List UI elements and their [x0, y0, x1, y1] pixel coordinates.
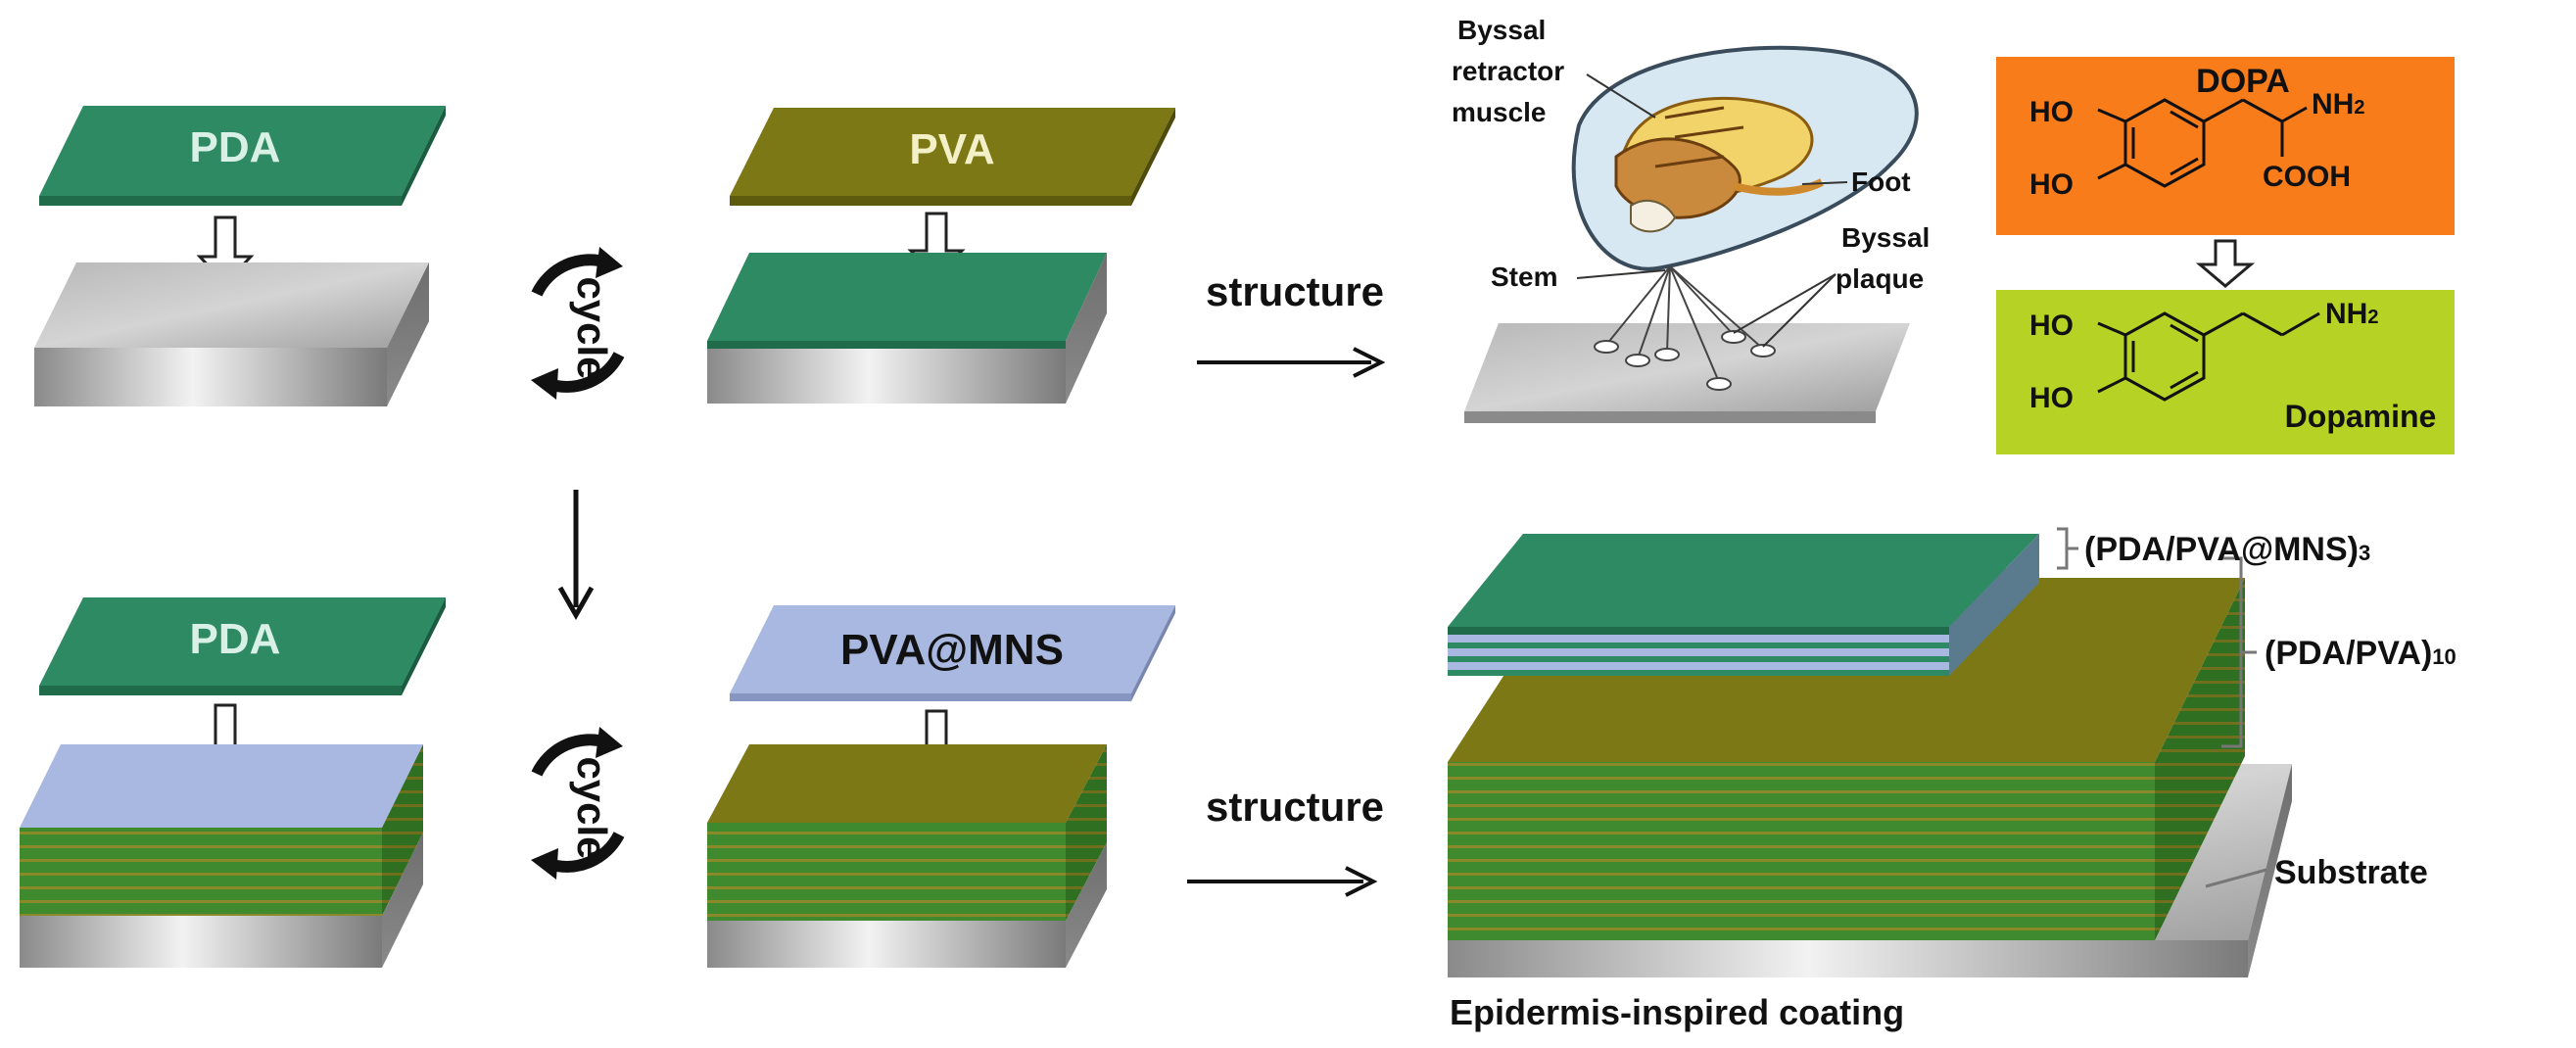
- bottom-cycle-label: cycle: [569, 756, 615, 859]
- dopamine-structure: [2097, 311, 2320, 402]
- top-pda-plate: PDA: [39, 106, 446, 206]
- bottom-left-stack: [20, 744, 423, 968]
- label-byssal-plaque-1: Byssal: [1841, 222, 1930, 253]
- label-retractor: retractor: [1452, 56, 1564, 86]
- row-transition-arrow: [557, 490, 595, 621]
- mussel-shell: [1571, 45, 1919, 271]
- top-pva-plate: PVA: [730, 108, 1175, 206]
- bottom-structure-label: structure: [1206, 784, 1384, 830]
- bottom-pva-mns-label: PVA@MNS: [840, 626, 1064, 674]
- bottom-pva-mns-plate: PVA@MNS: [730, 605, 1175, 701]
- substrate-label: Substrate: [2274, 854, 2428, 891]
- dopamine-title: Dopamine: [2285, 399, 2437, 434]
- top-cycle-icon: cycle: [531, 247, 625, 400]
- label-byssal-plaque-2: plaque: [1836, 263, 1924, 294]
- bottom-pda-plate: PDA: [39, 597, 446, 695]
- dopamine-ho-1: HO: [2029, 310, 2074, 342]
- top-pva-label: PVA: [909, 125, 994, 173]
- dopa-nh2: NH2: [2312, 88, 2364, 120]
- label-stem: Stem: [1491, 262, 1557, 292]
- top-pda-label: PDA: [190, 123, 281, 171]
- coating-caption: Epidermis-inspired coating: [1450, 992, 1904, 1032]
- top-structure-label: structure: [1206, 268, 1384, 314]
- dopamine-ho-2: HO: [2029, 382, 2074, 414]
- dopa-box: DOPA HO HO NH2 COOH: [1996, 57, 2455, 235]
- dopamine-nh2: NH2: [2325, 298, 2378, 330]
- top-left-substrate: [34, 262, 429, 406]
- bottom-structure-arrow: structure: [1187, 784, 1384, 897]
- top-cycle-label: cycle: [569, 276, 615, 379]
- dopamine-box: HO HO NH2 Dopamine: [1996, 290, 2455, 454]
- dopa-ho-1: HO: [2029, 96, 2074, 128]
- label-byssal: Byssal: [1457, 15, 1546, 45]
- top-mid-substrate: [707, 253, 1107, 404]
- dopa-ho-2: HO: [2029, 168, 2074, 201]
- dopa-cooh: COOH: [2263, 161, 2351, 193]
- label-muscle: muscle: [1452, 97, 1547, 127]
- mussel-illustration: Byssal retractor muscle Foot Stem Byssal…: [1452, 15, 1930, 423]
- bottom-pda-label: PDA: [190, 615, 281, 663]
- dopa-structure: [2097, 98, 2308, 188]
- coating-label-top: (PDA/PVA@MNS)3: [2084, 531, 2370, 568]
- mussel-labels: Byssal retractor muscle Foot Stem Byssal…: [1452, 15, 1930, 348]
- byssal-plaques: [1594, 330, 1776, 391]
- top-structure-arrow: structure: [1197, 268, 1386, 378]
- coating-stack: [1448, 534, 2292, 977]
- coating-brackets: [2057, 527, 2257, 748]
- byssal-threads: [1605, 265, 1764, 383]
- substrate-leader: [2205, 868, 2267, 888]
- coating-label-mid: (PDA/PVA)10: [2265, 635, 2457, 672]
- label-foot: Foot: [1851, 167, 1911, 197]
- bottom-cycle-icon: cycle: [531, 727, 625, 880]
- dopa-title: DOPA: [2196, 63, 2290, 100]
- bottom-mid-stack: [707, 744, 1107, 968]
- dopa-to-dopamine-arrow: [2195, 239, 2256, 288]
